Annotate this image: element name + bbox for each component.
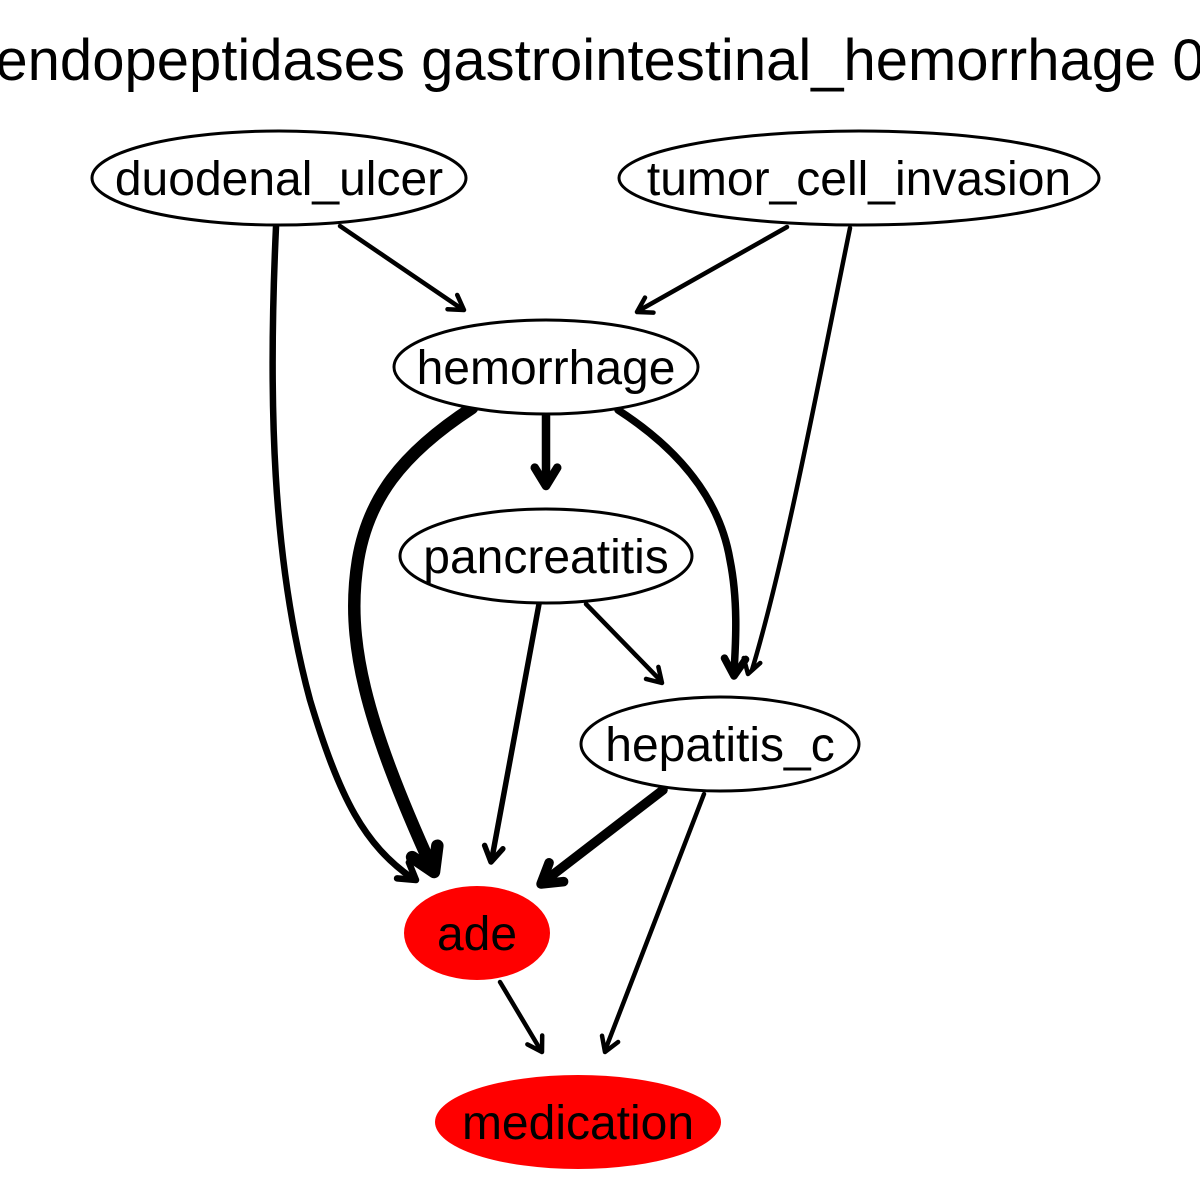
node-ellipse-pancreatitis (398, 507, 694, 605)
arrowhead-pancreatitis-to-ade (481, 842, 506, 865)
node-ellipse-hemorrhage (392, 318, 700, 416)
node-ellipse-medication (435, 1075, 721, 1169)
arrowhead-hepatitis_c-to-medication (599, 1033, 621, 1055)
arrowhead-tumor_cell_invasion-to-hemorrhage (634, 295, 656, 315)
node-label-duodenal_ulcer: duodenal_ulcer (115, 153, 443, 206)
edge-hepatitis_c-to-ade (541, 785, 668, 885)
arrowhead-pancreatitis-to-hepatitis_c (643, 664, 665, 686)
arrowhead-hemorrhage-to-ade (405, 839, 444, 879)
node-ade: ade (404, 886, 550, 980)
node-ellipse-ade (404, 886, 550, 980)
node-label-pancreatitis: pancreatitis (423, 531, 668, 584)
node-tumor_cell_invasion: tumor_cell_invasion (617, 129, 1101, 227)
arrowhead-duodenal_ulcer-to-hemorrhage (445, 292, 467, 313)
node-hepatitis_c: hepatitis_c (579, 695, 861, 793)
node-label-hemorrhage: hemorrhage (417, 342, 676, 395)
edge-hemorrhage-to-ade (348, 401, 479, 875)
arrowhead-ade-to-medication (525, 1033, 545, 1055)
edge-tumor_cell_invasion-to-hepatitis_c (749, 225, 853, 673)
node-ellipse-hepatitis_c (579, 695, 861, 793)
node-hemorrhage: hemorrhage (392, 318, 700, 416)
node-label-ade: ade (437, 908, 517, 961)
node-label-hepatitis_c: hepatitis_c (605, 719, 834, 772)
arrowhead-hemorrhage-to-pancreatitis (530, 463, 562, 491)
arrowhead-hepatitis_c-to-ade (536, 858, 569, 889)
edge-pancreatitis-to-hepatitis_c (583, 601, 663, 683)
node-pancreatitis: pancreatitis (398, 507, 694, 605)
edge-ade-to-medication (497, 979, 543, 1052)
edge-duodenal_ulcer-to-hemorrhage (337, 223, 465, 312)
arrowhead-hemorrhage-to-hepatitis_c (720, 654, 750, 680)
node-ellipse-duodenal_ulcer (90, 129, 468, 227)
nodes: duodenal_ulcer tumor_cell_invasionhemorrh… (90, 129, 1101, 1169)
node-medication: medication (435, 1075, 721, 1169)
node-ellipse-tumor_cell_invasion (617, 129, 1101, 227)
edge-hemorrhage-to-hepatitis_c (614, 406, 740, 676)
edge-tumor_cell_invasion-to-hemorrhage (637, 224, 790, 313)
node-label-tumor_cell_invasion: tumor_cell_invasion (647, 153, 1071, 206)
edges (269, 223, 853, 1055)
node-duodenal_ulcer: duodenal_ulcer (90, 129, 468, 227)
edge-duodenal_ulcer-to-ade (269, 223, 416, 882)
node-label-medication: medication (462, 1097, 694, 1150)
edge-hepatitis_c-to-medication (603, 791, 707, 1051)
graph-title: endopeptidases gastrointestinal_hemorrha… (0, 28, 1200, 93)
arrowhead-duodenal_ulcer-to-ade (393, 859, 420, 884)
edge-pancreatitis-to-ade (489, 601, 542, 861)
